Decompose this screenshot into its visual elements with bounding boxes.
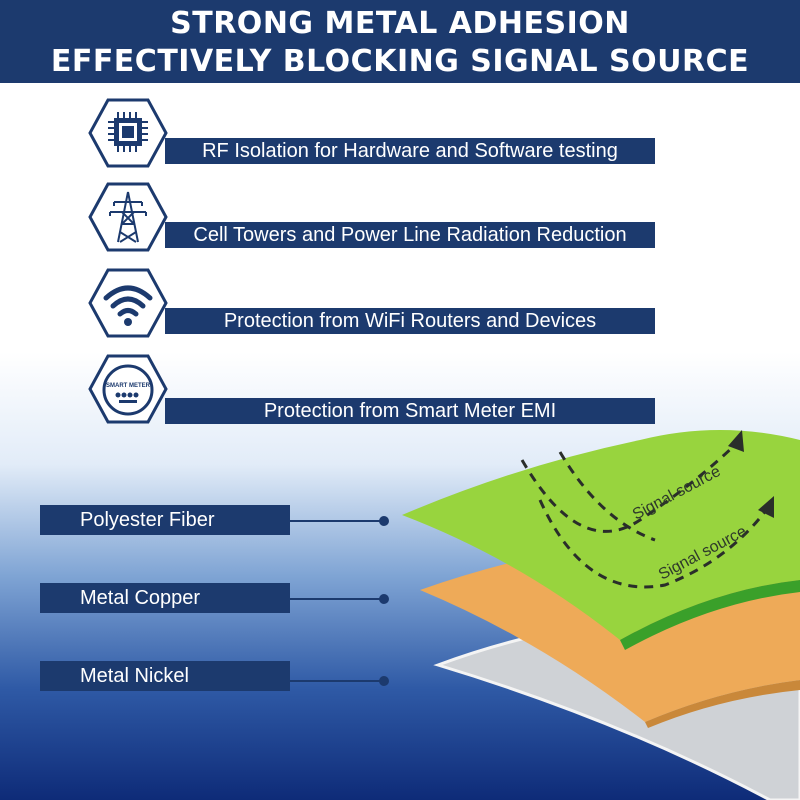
headline-line-2: EFFECTIVELY BLOCKING SIGNAL SOURCE xyxy=(50,44,750,79)
connector-dot xyxy=(379,594,389,604)
feature-cell-towers: Cell Towers and Power Line Radiation Red… xyxy=(0,182,800,262)
feature-wifi: Protection from WiFi Routers and Devices xyxy=(0,268,800,348)
feature-label: Protection from WiFi Routers and Devices xyxy=(165,308,655,334)
feature-label: Protection from Smart Meter EMI xyxy=(165,398,655,424)
wifi-icon xyxy=(88,268,168,338)
connector-line xyxy=(290,676,389,686)
signal-source-label: Signal source xyxy=(656,523,750,584)
chip-icon xyxy=(88,98,168,168)
layer-label-polyester: Polyester Fiber xyxy=(40,505,290,535)
connector-line xyxy=(290,594,389,604)
nickel-layer xyxy=(433,608,800,800)
layer-label-nickel: Metal Nickel xyxy=(40,661,290,691)
connector-dot xyxy=(379,516,389,526)
signal-source-label: Signal source xyxy=(630,463,724,524)
connector-line xyxy=(290,516,389,526)
copper-layer xyxy=(420,525,800,722)
smart-meter-icon: SMART METER xyxy=(88,354,168,424)
feature-label: RF Isolation for Hardware and Software t… xyxy=(165,138,655,164)
header-banner: STRONG METAL ADHESION EFFECTIVELY BLOCKI… xyxy=(0,0,800,83)
feature-label: Cell Towers and Power Line Radiation Red… xyxy=(165,222,655,248)
feature-rf-isolation: RF Isolation for Hardware and Software t… xyxy=(0,98,800,178)
headline-line-1: STRONG METAL ADHESION xyxy=(170,6,630,41)
smart-meter-text: SMART METER xyxy=(106,383,151,389)
polyester-fiber-layer xyxy=(402,430,800,640)
feature-smart-meter: SMART METER Protection from Smart Meter … xyxy=(0,354,800,434)
connector-dot xyxy=(379,676,389,686)
layer-label-copper: Metal Copper xyxy=(40,583,290,613)
power-tower-icon xyxy=(88,182,168,252)
